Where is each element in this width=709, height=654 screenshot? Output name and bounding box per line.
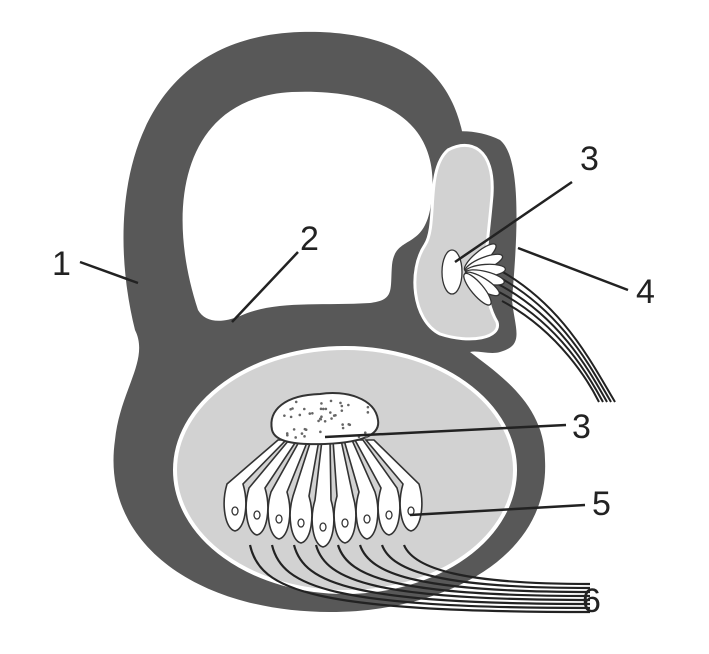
leader-2 xyxy=(231,251,299,323)
hair-cell xyxy=(223,439,288,532)
otoconium xyxy=(366,405,370,409)
otoconium xyxy=(294,436,297,439)
leader-5 xyxy=(409,503,586,517)
nerve-fiber xyxy=(501,300,600,403)
cell-nucleus xyxy=(275,514,283,524)
otoconium xyxy=(363,431,367,434)
otoconium xyxy=(341,426,345,430)
otoconium xyxy=(283,414,286,417)
label-3a: 3 xyxy=(580,140,599,178)
hair-cell xyxy=(311,439,335,548)
otoconium xyxy=(334,413,337,417)
otoconium xyxy=(341,423,344,426)
label-1: 1 xyxy=(52,245,71,283)
cupula xyxy=(441,249,463,295)
otoconium xyxy=(347,423,351,426)
otoconium xyxy=(319,417,322,421)
leader-4 xyxy=(517,246,629,292)
nerve-fiber xyxy=(492,273,612,403)
otoconium xyxy=(340,404,344,408)
otoconium xyxy=(298,413,302,417)
otolithic-membrane xyxy=(270,392,380,446)
otoconium xyxy=(308,412,312,415)
nerve-fiber xyxy=(402,544,591,586)
label-6: 6 xyxy=(582,582,601,620)
cell-nucleus xyxy=(253,510,261,520)
inner-cavity xyxy=(182,91,433,321)
label-2: 2 xyxy=(300,220,319,258)
otoconium xyxy=(317,419,320,423)
otoconium xyxy=(323,420,327,423)
nerve-fiber xyxy=(292,544,591,606)
otoconium xyxy=(294,400,298,404)
otoconium xyxy=(340,409,344,412)
otoconia xyxy=(283,399,370,439)
crista-hair-cell xyxy=(463,272,492,306)
nerve-fibers xyxy=(248,264,616,614)
otoconium xyxy=(291,407,294,410)
otoconium xyxy=(286,433,289,437)
cell-nucleus xyxy=(385,510,393,520)
otoconium xyxy=(300,432,304,435)
cell-nucleus xyxy=(319,522,327,532)
nerve-fiber xyxy=(248,544,591,614)
otoconium xyxy=(329,411,332,414)
nerve-fiber xyxy=(336,544,591,598)
leader-lines xyxy=(79,180,629,517)
otoconium xyxy=(330,417,333,420)
nerve-fiber xyxy=(498,291,604,403)
otoconium xyxy=(347,403,350,407)
nerve-fiber xyxy=(380,544,591,590)
hair-cell xyxy=(364,439,423,532)
hair-cell xyxy=(289,439,320,544)
nerve-fiber xyxy=(314,544,591,602)
leader-3b xyxy=(324,423,567,439)
cell-nucleus xyxy=(297,518,305,528)
cell-nucleus xyxy=(231,506,239,516)
otoconium xyxy=(319,430,322,434)
otoconium xyxy=(311,412,314,415)
label-3b: 3 xyxy=(572,408,591,446)
leader-1 xyxy=(79,260,139,285)
otoconium xyxy=(303,427,307,431)
otoconium xyxy=(366,411,370,414)
otoconium xyxy=(339,401,342,405)
otoconium xyxy=(322,407,325,411)
label-4: 4 xyxy=(636,273,655,311)
otoconium xyxy=(302,407,306,411)
nerve-fiber xyxy=(489,264,616,403)
otoconium xyxy=(324,407,328,411)
otoconium xyxy=(303,435,306,438)
label-5: 5 xyxy=(592,485,611,523)
otoconium xyxy=(319,407,323,411)
hair-cell-groups xyxy=(223,243,507,548)
otoconium xyxy=(320,402,323,405)
otoconium xyxy=(292,428,296,431)
otoconium xyxy=(329,399,333,403)
nerve-fiber xyxy=(495,282,608,403)
otoconium xyxy=(289,415,293,419)
otoconium xyxy=(320,415,323,418)
leader-3a xyxy=(454,180,573,264)
hair-cell xyxy=(267,439,310,540)
cell-nucleus xyxy=(363,514,371,524)
hair-cell xyxy=(332,439,357,544)
nerve-fiber xyxy=(270,544,591,610)
cell-nucleus xyxy=(341,518,349,528)
hair-cell xyxy=(342,439,379,540)
nerve-fiber xyxy=(358,544,591,594)
